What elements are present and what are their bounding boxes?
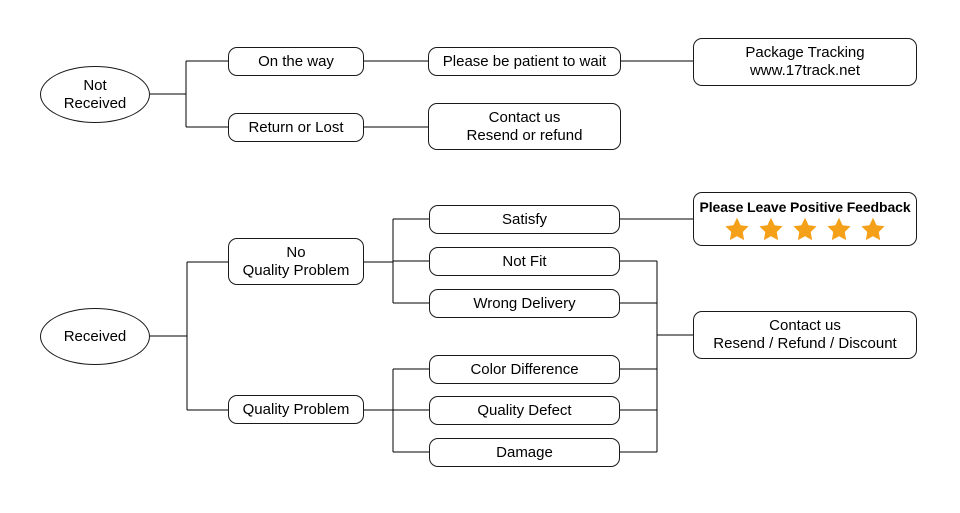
node-contact-resend-refund-line-1: Contact us — [488, 108, 561, 126]
node-contact-resend-refund-discount[interactable]: Contact us Resend / Refund / Discount — [693, 311, 917, 359]
node-on-the-way-label: On the way — [258, 52, 334, 70]
node-contact-resend-refund[interactable]: Contact us Resend or refund — [428, 103, 621, 150]
node-not-received[interactable]: Not Received — [40, 66, 150, 123]
node-wrong-delivery[interactable]: Wrong Delivery — [429, 289, 620, 318]
node-contact-discount-line-1: Contact us — [769, 317, 841, 334]
node-return-or-lost[interactable]: Return or Lost — [228, 113, 364, 142]
node-contact-resend-refund-line-2: Resend or refund — [466, 126, 583, 144]
node-on-the-way[interactable]: On the way — [228, 47, 364, 76]
star-icon — [793, 217, 817, 240]
node-quality-problem[interactable]: Quality Problem — [228, 395, 364, 424]
star-icon — [827, 217, 851, 240]
node-package-tracking-line-2: www.17track.net — [749, 62, 861, 79]
node-package-tracking-text: Package Tracking www.17track.net — [745, 44, 864, 80]
node-quality-defect[interactable]: Quality Defect — [429, 396, 620, 425]
node-contact-resend-refund-text: Contact us Resend or refund — [467, 109, 583, 145]
node-return-or-lost-label: Return or Lost — [248, 118, 344, 136]
node-positive-feedback[interactable]: Please Leave Positive Feedback — [693, 192, 917, 246]
node-not-received-line-1: Not — [83, 76, 107, 94]
node-received[interactable]: Received — [40, 308, 150, 365]
feedback-title: Please Leave Positive Feedback — [699, 198, 911, 215]
node-not-received-line-2: Received — [63, 94, 127, 112]
node-quality-defect-label: Quality Defect — [477, 401, 572, 419]
node-no-quality-problem-line-2: Quality Problem — [242, 261, 350, 279]
node-received-label: Received — [63, 327, 127, 345]
node-no-quality-problem-line-1: No — [286, 243, 306, 261]
node-damage-label: Damage — [496, 443, 553, 461]
node-no-quality-problem-text: No Quality Problem — [243, 244, 350, 280]
star-icon — [725, 217, 749, 240]
node-please-be-patient-label: Please be patient to wait — [442, 52, 607, 70]
node-contact-resend-refund-discount-text: Contact us Resend / Refund / Discount — [713, 317, 896, 353]
node-quality-problem-label: Quality Problem — [242, 400, 350, 418]
node-not-fit-label: Not Fit — [502, 252, 547, 270]
node-not-fit[interactable]: Not Fit — [429, 247, 620, 276]
star-icon — [861, 217, 885, 240]
node-satisfy[interactable]: Satisfy — [429, 205, 620, 234]
node-wrong-delivery-label: Wrong Delivery — [473, 294, 576, 312]
node-package-tracking[interactable]: Package Tracking www.17track.net — [693, 38, 917, 86]
star-rating[interactable] — [724, 216, 886, 242]
node-satisfy-label: Satisfy — [501, 210, 547, 228]
node-please-be-patient[interactable]: Please be patient to wait — [428, 47, 621, 76]
node-not-received-text: Not Received — [64, 77, 127, 112]
star-icon — [759, 217, 783, 240]
node-color-difference[interactable]: Color Difference — [429, 355, 620, 384]
node-color-difference-label: Color Difference — [470, 360, 579, 378]
node-contact-discount-line-2: Resend / Refund / Discount — [713, 335, 897, 352]
node-no-quality-problem[interactable]: No Quality Problem — [228, 238, 364, 285]
node-damage[interactable]: Damage — [429, 438, 620, 467]
node-package-tracking-line-1: Package Tracking — [745, 44, 865, 61]
